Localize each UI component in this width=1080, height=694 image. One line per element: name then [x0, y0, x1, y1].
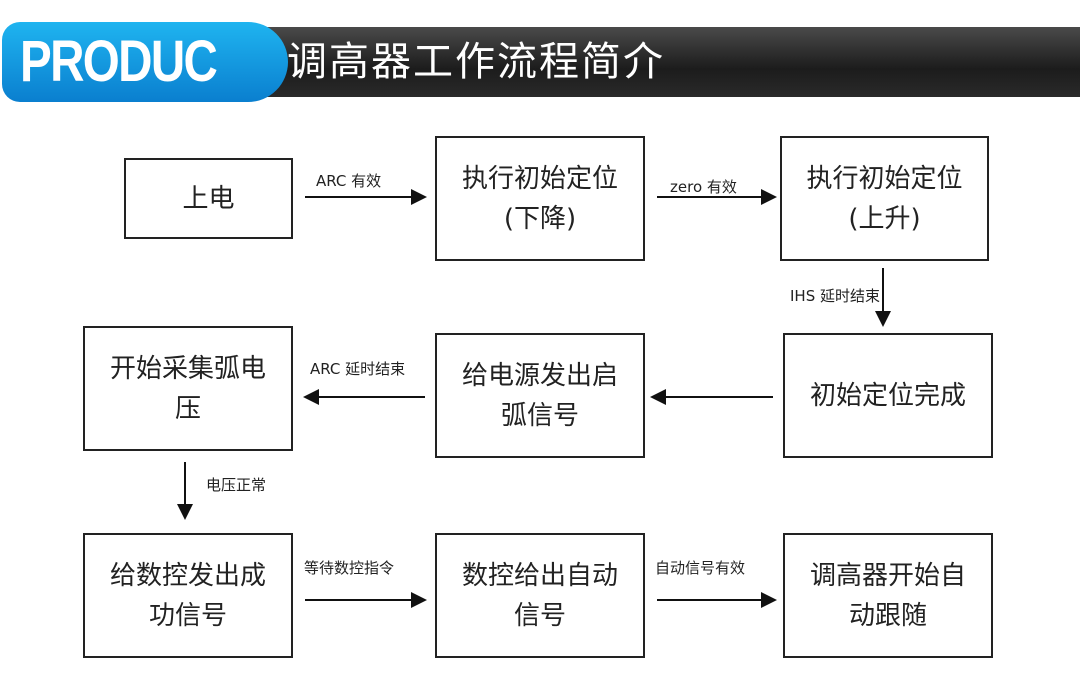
- logo-badge: [2, 22, 288, 102]
- title-bar: [228, 27, 1080, 97]
- box-arc-signal: 给电源发出启弧信号: [435, 333, 645, 458]
- arrow-left: [303, 389, 425, 405]
- arrow-label: 电压正常: [206, 476, 267, 494]
- arrow-label: IHS 延时结束: [790, 287, 880, 305]
- arrow-right: [305, 592, 427, 608]
- arrow-down: [875, 268, 891, 327]
- box-auto-follow: 调高器开始自动跟随: [783, 533, 993, 658]
- box-success-signal: 给数控发出成功信号: [83, 533, 293, 658]
- box-init-down: 执行初始定位(下降): [435, 136, 645, 261]
- arrow-down: [177, 462, 193, 520]
- arrow-right: [657, 189, 777, 205]
- arrow-label: 等待数控指令: [304, 559, 395, 577]
- arrow-right: [305, 189, 427, 205]
- box-sample-voltage: 开始采集弧电压: [83, 326, 293, 451]
- arrow-left: [650, 389, 773, 405]
- page-title: 调高器工作流程简介: [287, 39, 665, 85]
- box-init-done: 初始定位完成: [783, 333, 993, 458]
- box-power-on: 上电: [124, 158, 293, 239]
- arrow-label: zero 有效: [670, 178, 737, 196]
- arrow-label: 自动信号有效: [655, 559, 746, 577]
- arrow-label: ARC 有效: [316, 172, 382, 190]
- box-cnc-auto: 数控给出自动信号: [435, 533, 645, 658]
- box-init-up: 执行初始定位(上升): [780, 136, 989, 261]
- arrow-label: ARC 延时结束: [310, 360, 406, 378]
- arrow-right: [657, 592, 777, 608]
- logo-text: PRODUC: [20, 29, 218, 94]
